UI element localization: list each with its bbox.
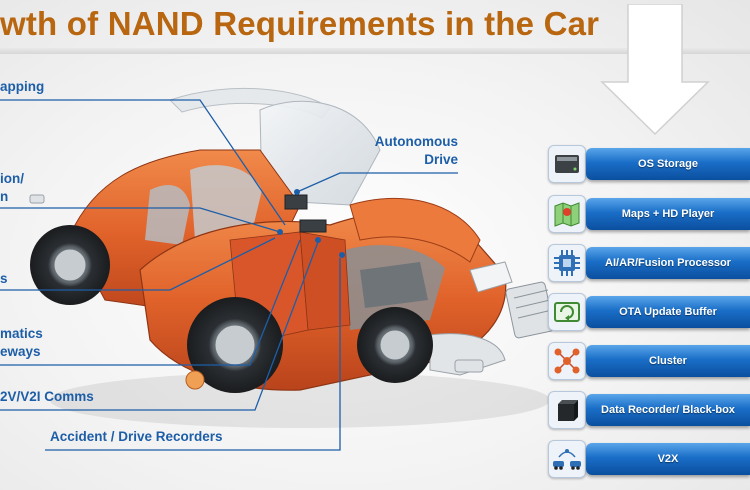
leader-line-v2v: [0, 241, 319, 411]
app-row-maps: Maps + HD Player: [548, 195, 750, 233]
callout-accident-recorders: Accident / Drive Recorders: [50, 429, 223, 444]
app-row-cluster: Cluster: [548, 342, 750, 380]
leader-line-accident: [45, 258, 341, 451]
leader-line-autonomous: [296, 172, 458, 193]
processor-chip-icon: [548, 244, 586, 282]
callout-lines: [0, 99, 458, 451]
callout-navigation-line1: ion/: [0, 171, 24, 186]
app-row-ota-buffer: OTA Update Buffer: [548, 293, 750, 331]
network-cluster-icon: [548, 342, 586, 380]
ssd-drive-icon: [548, 145, 586, 183]
app-row-os-storage: OS Storage: [548, 145, 750, 183]
app-label-data-recorder: Data Recorder/ Black-box: [586, 394, 750, 426]
callout-telematics-line2: eways: [0, 344, 41, 359]
leader-line-navigation: [0, 207, 281, 233]
app-label-cluster: Cluster: [586, 345, 750, 377]
app-label-v2x: V2X: [586, 443, 750, 475]
callout-partial: s: [0, 271, 8, 286]
down-arrow-icon: [600, 4, 710, 136]
title-divider: [0, 48, 750, 54]
app-label-maps: Maps + HD Player: [586, 198, 750, 230]
leader-line-s: [0, 237, 276, 291]
app-row-v2x: V2X: [548, 440, 750, 478]
page-title: wth of NAND Requirements in the Car: [0, 5, 600, 42]
callout-autonomous-line1: Autonomous: [374, 134, 458, 149]
ota-update-icon: [548, 293, 586, 331]
app-row-data-recorder: Data Recorder/ Black-box: [548, 391, 750, 429]
black-box-icon: [548, 391, 586, 429]
leader-line-telematics: [0, 239, 301, 366]
callout-mapping: apping: [0, 79, 45, 94]
callout-autonomous-line2: Drive: [424, 152, 458, 167]
app-label-os-storage: OS Storage: [586, 148, 750, 180]
map-icon: [548, 195, 586, 233]
app-label-ai-processor: AI/AR/Fusion Processor: [586, 247, 750, 279]
leader-line-mapping: [0, 99, 286, 226]
callout-telematics-line1: matics: [0, 326, 43, 341]
app-label-ota-buffer: OTA Update Buffer: [586, 296, 750, 328]
app-row-ai-processor: AI/AR/Fusion Processor: [548, 244, 750, 282]
callout-v2v-comms: 2V/V2I Comms: [0, 389, 94, 404]
callout-navigation-line2: n: [0, 189, 9, 204]
v2x-cars-icon: [548, 440, 586, 478]
car-illustration: [29, 87, 555, 428]
